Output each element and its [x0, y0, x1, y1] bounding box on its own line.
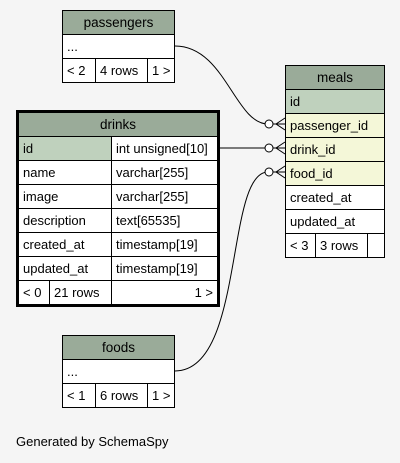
drinks-footer-row: < 0 21 rows 1 >: [19, 281, 217, 304]
drinks-column-name: image: [23, 189, 59, 204]
meals-table[interactable]: meals id passenger_id drink_id food_id c…: [285, 65, 385, 258]
drinks-column-description: description text[65535]: [19, 209, 217, 233]
foods-footer-row: < 1 6 rows 1 >: [63, 384, 174, 407]
generated-by-caption: Generated by SchemaSpy: [16, 434, 169, 449]
meals-table-title[interactable]: meals: [286, 66, 384, 90]
foods-ellipsis-row: ...: [63, 360, 174, 384]
passengers-table[interactable]: passengers ... < 2 4 rows 1 >: [62, 10, 175, 83]
drinks-parents-count: < 0: [23, 285, 42, 300]
drinks-column-name: id: [19, 137, 111, 160]
meals-column-passenger-id: passenger_id: [286, 114, 384, 138]
drinks-table[interactable]: drinks id int unsigned[10] name varchar[…: [16, 110, 220, 307]
drinks-column-updated-at: updated_at timestamp[19]: [19, 257, 217, 281]
drinks-column-id: id int unsigned[10]: [19, 137, 217, 161]
meals-column-label: updated_at: [290, 214, 356, 229]
passengers-row-count: 4 rows: [95, 59, 147, 82]
crowfoot-food: [275, 165, 286, 179]
passengers-table-title[interactable]: passengers: [63, 11, 174, 35]
drinks-column-type: timestamp[19]: [111, 233, 217, 256]
meals-column-label: id: [290, 94, 301, 109]
drinks-column-created-at: created_at timestamp[19]: [19, 233, 217, 257]
passengers-parents-count[interactable]: < 2: [67, 63, 86, 78]
optional-marker-passenger: [264, 119, 274, 129]
foods-row-count: 6 rows: [95, 384, 147, 407]
meals-column-id: id: [286, 90, 384, 114]
drinks-column-type: varchar[255]: [111, 185, 217, 208]
meals-row-count: 3 rows: [315, 234, 367, 257]
drinks-children-count[interactable]: 1 >: [111, 281, 217, 304]
drinks-column-name: name: [23, 165, 56, 180]
meals-column-label: drink_id: [290, 142, 336, 157]
foods-parents-count[interactable]: < 1: [67, 388, 86, 403]
link-passengers-meals: [174, 45, 285, 125]
crowfoot-passenger: [275, 117, 286, 131]
drinks-column-type: text[65535]: [111, 209, 217, 232]
drinks-column-image: image varchar[255]: [19, 185, 217, 209]
meals-children-count: [367, 234, 384, 257]
drinks-row-count: 21 rows: [49, 281, 111, 304]
optional-marker-food: [264, 167, 274, 177]
drinks-column-name: created_at: [23, 237, 85, 252]
passengers-ellipsis: ...: [67, 39, 78, 54]
passengers-children-count[interactable]: 1 >: [147, 59, 174, 82]
drinks-column-name: updated_at: [23, 261, 89, 276]
foods-ellipsis: ...: [67, 364, 78, 379]
meals-column-created-at: created_at: [286, 186, 384, 210]
drinks-column-name-row: name varchar[255]: [19, 161, 217, 185]
meals-column-label: passenger_id: [290, 118, 369, 133]
meals-column-updated-at: updated_at: [286, 210, 384, 234]
passengers-ellipsis-row: ...: [63, 35, 174, 59]
drinks-column-name: description: [23, 213, 86, 228]
meals-column-label: created_at: [290, 190, 352, 205]
foods-children-count[interactable]: 1 >: [147, 384, 174, 407]
passengers-footer-row: < 2 4 rows 1 >: [63, 59, 174, 82]
meals-column-label: food_id: [290, 166, 333, 181]
link-foods-meals: [174, 171, 285, 372]
drinks-column-type: int unsigned[10]: [111, 137, 217, 160]
drinks-column-type: varchar[255]: [111, 161, 217, 184]
meals-parents-count[interactable]: < 3: [290, 238, 309, 253]
meals-column-food-id: food_id: [286, 162, 384, 186]
drinks-table-title[interactable]: drinks: [19, 113, 217, 137]
meals-footer-row: < 3 3 rows: [286, 234, 384, 257]
optional-marker-drink: [264, 143, 274, 153]
foods-table-title[interactable]: foods: [63, 336, 174, 360]
crowfoot-drink: [275, 141, 286, 155]
foods-table[interactable]: foods ... < 1 6 rows 1 >: [62, 335, 175, 408]
drinks-column-type: timestamp[19]: [111, 257, 217, 280]
meals-column-drink-id: drink_id: [286, 138, 384, 162]
